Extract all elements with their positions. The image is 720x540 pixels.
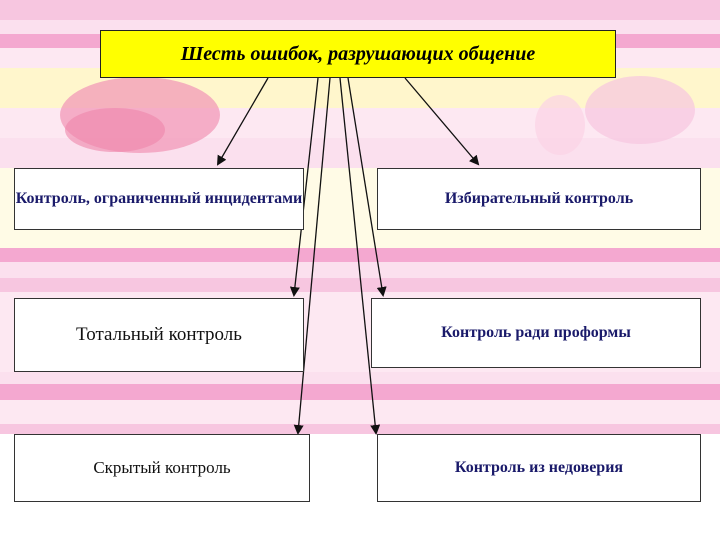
box-hidden-control: Скрытый контроль bbox=[14, 434, 310, 502]
arrow-to-right-2 bbox=[347, 77, 387, 297]
arrow-to-left-2 bbox=[289, 77, 319, 297]
box-limited-by-incidents: Контроль, ограниченный инцидентами bbox=[14, 168, 304, 230]
arrow-to-right-1 bbox=[404, 77, 480, 166]
box-total-control-label: Тотальный контроль bbox=[76, 324, 242, 345]
box-total-control: Тотальный контроль bbox=[14, 298, 304, 372]
box-limited-by-incidents-label: Контроль, ограниченный инцидентами bbox=[15, 190, 303, 207]
box-formal-control-label: Контроль ради проформы bbox=[441, 324, 631, 341]
arrow-to-left-1 bbox=[216, 77, 269, 166]
box-distrust-control: Контроль из недоверия bbox=[377, 434, 701, 502]
arrow-to-right-3 bbox=[339, 77, 381, 435]
diagram-title: Шесть ошибок, разрушающих общение bbox=[100, 30, 616, 78]
arrow-to-left-3 bbox=[293, 77, 331, 435]
box-formal-control: Контроль ради проформы bbox=[371, 298, 701, 368]
diagram-title-text: Шесть ошибок, разрушающих общение bbox=[180, 42, 536, 65]
box-selective-control-label: Избирательный контроль bbox=[444, 190, 634, 207]
box-distrust-control-label: Контроль из недоверия bbox=[454, 459, 624, 476]
box-selective-control: Избирательный контроль bbox=[377, 168, 701, 230]
box-hidden-control-label: Скрытый контроль bbox=[93, 458, 231, 477]
